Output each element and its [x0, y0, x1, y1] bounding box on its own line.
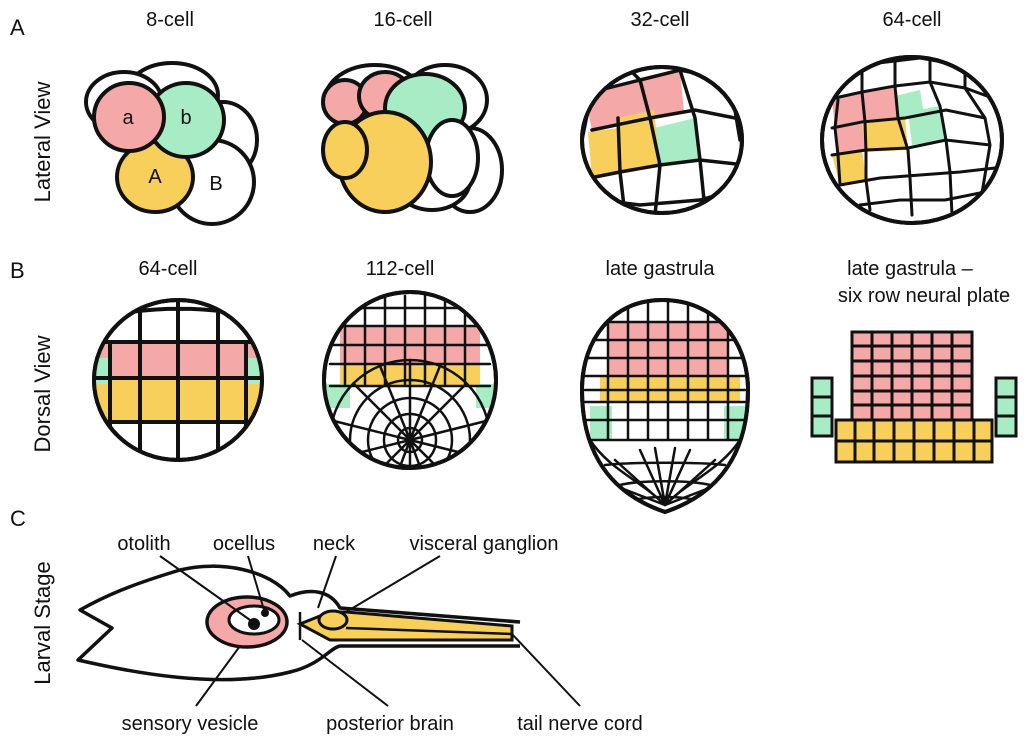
visceral-ganglion-shape — [319, 611, 347, 629]
side-label-lateral-view: Lateral View — [30, 82, 55, 203]
blastomere-label-B: B — [209, 173, 222, 195]
stage-title-8-cell: 8-cell — [146, 9, 194, 31]
stage-title-112-cell: 112-cell — [366, 258, 435, 280]
neural-plate-mint-left — [812, 378, 832, 436]
callout-otolith: otolith — [117, 533, 170, 555]
cell — [426, 120, 478, 196]
blastomere-label-a: a — [122, 107, 134, 129]
embryo-64-cell-lateral — [820, 57, 1002, 223]
leader-line-tail-nerve-cord — [512, 634, 580, 706]
leader-line-posterior-brain — [302, 640, 388, 706]
callout-tail-nerve-cord: tail nerve cord — [517, 713, 643, 735]
stage-title-64-cell-dorsal: 64-cell — [139, 258, 198, 280]
embryo-16-cell — [323, 65, 502, 212]
embryo-late-gastrula — [582, 300, 748, 512]
larva-diagram: otolith ocellus neck visceral ganglion s… — [78, 533, 643, 735]
cell-mint — [88, 358, 110, 384]
panel-letter-b: B — [10, 258, 25, 283]
blastomere-label-b: b — [180, 107, 191, 129]
callout-ocellus: ocellus — [213, 533, 275, 555]
embryo-8-cell: a b A B — [86, 63, 257, 224]
leader-line-visceral-ganglion — [346, 556, 440, 612]
stage-title-64-cell-lateral: 64-cell — [883, 9, 942, 31]
stage-title-late-gastrula: late gastrula — [606, 258, 716, 280]
stage-title-16-cell: 16-cell — [374, 9, 433, 31]
callout-neck: neck — [313, 533, 356, 555]
side-label-larval-stage: Larval Stage — [30, 561, 55, 685]
side-label-dorsal-view: Dorsal View — [30, 335, 55, 452]
panel-letter-a: A — [10, 15, 25, 40]
stage-title-32-cell: 32-cell — [631, 9, 690, 31]
neural-plate-mint-right — [996, 378, 1016, 436]
blastomere-label-A: A — [148, 166, 162, 188]
stage-title-late-gastrula-neural-plate-line2: six row neural plate — [838, 285, 1010, 307]
embryo-32-cell — [580, 60, 745, 215]
embryo-112-cell — [324, 292, 498, 520]
stage-title-late-gastrula-neural-plate-line1: late gastrula – — [847, 258, 974, 280]
neural-plate-diagram — [812, 332, 1016, 462]
callout-posterior-brain: posterior brain — [326, 713, 454, 735]
embryo-64-cell-dorsal — [88, 300, 268, 460]
cell-gold — [588, 128, 620, 178]
cell-gold — [323, 122, 367, 178]
cell-mint — [246, 358, 268, 384]
ocellus-shape — [261, 609, 269, 617]
panel-letter-c: C — [10, 506, 26, 531]
callout-sensory-vesicle: sensory vesicle — [122, 713, 259, 735]
callout-visceral-ganglion: visceral ganglion — [410, 533, 559, 555]
